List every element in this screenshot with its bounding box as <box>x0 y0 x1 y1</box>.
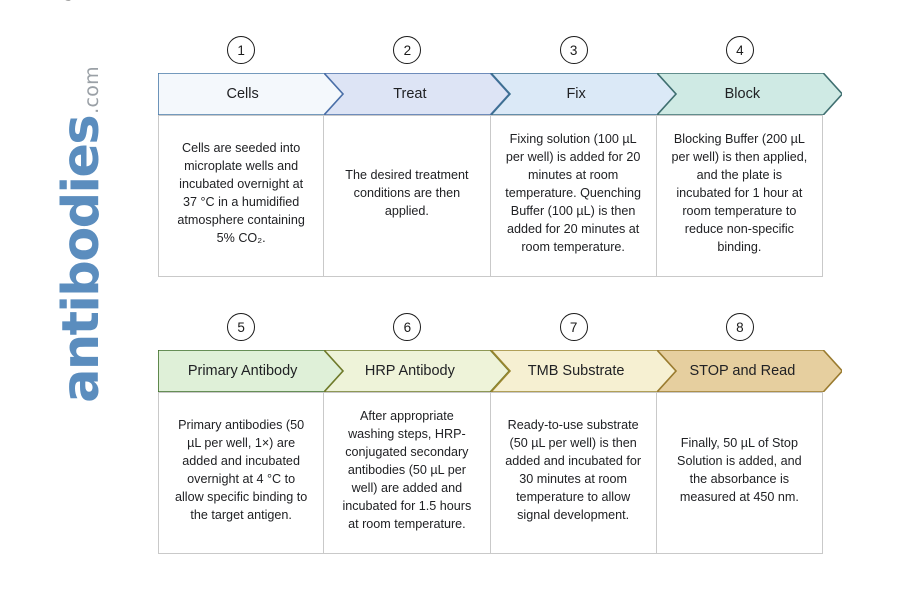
step-number-strip: 1 2 3 4 <box>158 36 823 73</box>
chevron-label-6: HRP Antibody <box>364 363 455 379</box>
description-text-3: Fixing solution (100 µL per well) is add… <box>505 132 642 254</box>
chevron-step-4[interactable]: Block <box>656 73 842 115</box>
step-number-circle-7: 7 <box>559 313 588 341</box>
antibodies-logo: antibodies.com <box>52 66 122 403</box>
description-cell-1: Cells are seeded into microplate wells a… <box>158 115 325 277</box>
step-number-circle-8: 8 <box>725 313 754 341</box>
description-cell-7: Ready-to-use substrate (50 µL per well) … <box>490 392 657 554</box>
step-number-circle-3: 3 <box>559 36 588 64</box>
step-number-circle-1: 1 <box>227 36 256 64</box>
description-cell-2: The desired treatment conditions are the… <box>324 115 491 277</box>
description-cell-8: Finally, 50 µL of Stop Solution is added… <box>656 392 823 554</box>
page-title-line-1: Cell Based ELISA Kits <box>58 0 79 1</box>
logo-tld-text: .com <box>81 66 103 114</box>
chevron-step-2[interactable]: Treat <box>324 73 510 115</box>
step-number-circle-2: 2 <box>393 36 422 64</box>
description-band: Cells are seeded into microplate wells a… <box>158 115 823 277</box>
chevron-label-1: Cells <box>226 86 259 102</box>
description-text-8: Finally, 50 µL of Stop Solution is added… <box>677 436 802 504</box>
chevron-label-4: Block <box>724 86 761 102</box>
step-number-circle-5: 5 <box>227 313 256 341</box>
description-text-2: The desired treatment conditions are the… <box>345 168 469 218</box>
step-number-circle-6: 6 <box>393 313 422 341</box>
description-text-7: Ready-to-use substrate (50 µL per well) … <box>505 418 642 522</box>
description-cell-5: Primary antibodies (50 µL per well, 1×) … <box>158 392 325 554</box>
chevron-label-5: Primary Antibody <box>187 363 298 379</box>
chevron-step-8[interactable]: STOP and Read <box>656 350 842 392</box>
chevron-step-3[interactable]: Fix <box>490 73 676 115</box>
description-cell-6: After appropriate washing steps, HRP-con… <box>324 392 491 554</box>
description-band: Primary antibodies (50 µL per well, 1×) … <box>158 392 823 554</box>
step-number-circle-4: 4 <box>725 36 754 64</box>
description-text-4: Blocking Buffer (200 µL per well) is the… <box>671 132 808 254</box>
chevron-step-7[interactable]: TMB Substrate <box>490 350 676 392</box>
chevron-step-6[interactable]: HRP Antibody <box>324 350 510 392</box>
description-cell-4: Blocking Buffer (200 µL per well) is the… <box>656 115 823 277</box>
chevron-label-2: Treat <box>393 86 427 102</box>
chevron-step-1[interactable]: Cells <box>158 73 344 115</box>
description-text-5: Primary antibodies (50 µL per well, 1×) … <box>174 418 308 522</box>
chevron-band: Primary Antibody HRP Antibody TMB Substrat… <box>158 350 842 392</box>
chevron-label-3: Fix <box>566 86 586 102</box>
chevron-label-8: STOP and Read <box>689 363 796 379</box>
step-number-strip: 5 6 7 8 <box>158 313 823 350</box>
description-cell-3: Fixing solution (100 µL per well) is add… <box>490 115 657 277</box>
chevron-step-5[interactable]: Primary Antibody <box>158 350 344 392</box>
description-text-1: Cells are seeded into microplate wells a… <box>177 141 305 245</box>
description-text-6: After appropriate washing steps, HRP-con… <box>342 409 472 531</box>
chevron-band: Cells Treat Fix Block <box>158 73 842 115</box>
logo-brand-text: antibodies <box>52 115 111 403</box>
chevron-label-7: TMB Substrate <box>527 363 625 379</box>
